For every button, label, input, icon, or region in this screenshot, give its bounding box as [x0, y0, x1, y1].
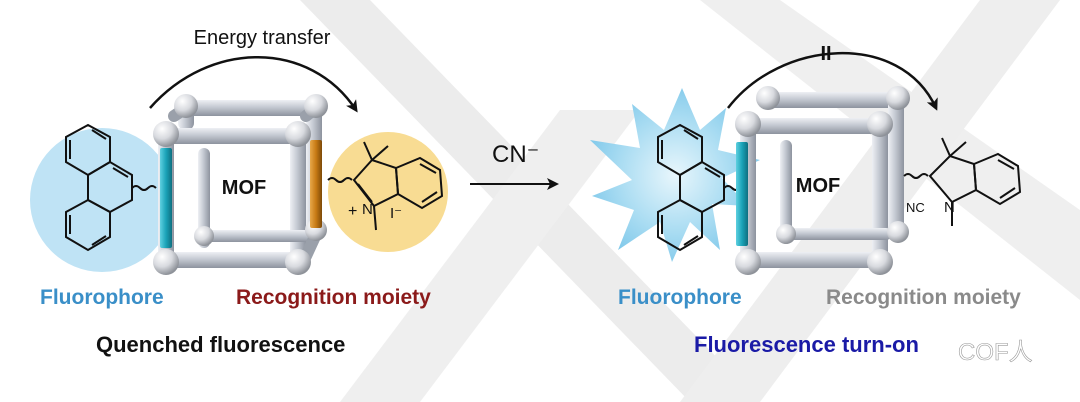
- mof-label-right: MOF: [796, 175, 840, 197]
- watermark-badge: COF人: [925, 339, 1033, 366]
- watermark-text: COF人: [958, 339, 1033, 366]
- charge-plus: +: [348, 203, 357, 220]
- fluorophore-halo: [30, 128, 174, 272]
- recognition-halo: [328, 132, 448, 252]
- mof-label-left: MOF: [222, 177, 266, 199]
- recognition-label-right: Recognition moiety: [826, 286, 1021, 309]
- caption-turn-on: Fluorescence turn-on: [694, 332, 919, 357]
- nitrogen-right: N: [944, 199, 955, 216]
- energy-transfer-label: Energy transfer: [194, 27, 331, 49]
- mof-cube-right: [735, 86, 910, 275]
- anthracene-structure-right: [657, 123, 741, 252]
- cyanide-adduct-structure: [903, 137, 1022, 226]
- nitrogen-left: N: [362, 201, 373, 218]
- blocked-transfer-arrow: [727, 52, 938, 111]
- mof-cube-left: [153, 94, 328, 275]
- indolium-structure: [327, 141, 444, 231]
- wechat-icon: [925, 339, 947, 361]
- right-panel: II: [590, 43, 1033, 366]
- middle-reaction: CN⁻: [470, 141, 559, 190]
- orange-linker: [310, 140, 322, 228]
- anthracene-structure: [65, 123, 157, 252]
- fluorescence-burst: [590, 88, 760, 262]
- caption-quenched: Quenched fluorescence: [96, 332, 345, 357]
- left-panel: MOF + N I⁻ Energy transfer Fluorophore R…: [30, 27, 448, 357]
- iodide-label: I⁻: [390, 205, 402, 222]
- fluorophore-label-left: Fluorophore: [40, 286, 164, 309]
- recognition-label-left: Recognition moiety: [236, 286, 431, 309]
- cyanide-label: CN⁻: [492, 141, 539, 168]
- fluorophore-label-right: Fluorophore: [618, 286, 742, 309]
- energy-transfer-arrow: [149, 56, 358, 113]
- blocked-mark: II: [820, 43, 831, 65]
- teal-linker-left: [160, 148, 172, 248]
- cn-group-label: NC: [906, 200, 925, 215]
- teal-linker-right: [736, 142, 748, 246]
